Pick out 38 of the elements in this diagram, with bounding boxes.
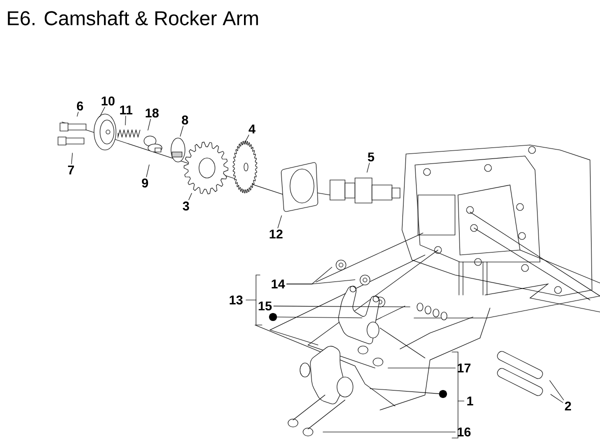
leader-line — [188, 193, 192, 200]
callout-number: 16 — [458, 428, 471, 436]
callout-number: 15 — [258, 302, 272, 310]
leader-line — [125, 116, 126, 126]
leader-line — [370, 388, 440, 394]
leader-line — [76, 112, 79, 117]
leader-line — [277, 316, 362, 318]
callout-number: 14 — [272, 280, 285, 288]
callout-number: 9 — [142, 178, 148, 188]
leader-line — [99, 106, 106, 118]
leader-line — [273, 306, 410, 308]
callout-number: 12 — [270, 230, 283, 238]
callout-number: 18 — [146, 108, 159, 118]
callout-number: 17 — [458, 364, 470, 372]
leader-line — [148, 118, 151, 130]
leader-line — [146, 164, 150, 178]
callout-number: 2 — [564, 402, 572, 410]
leader-line — [550, 394, 564, 403]
dot-marker — [439, 390, 447, 398]
callout-number: 3 — [182, 202, 190, 210]
leader-line — [71, 152, 73, 164]
leader-line — [278, 215, 282, 228]
leader-line — [549, 380, 564, 400]
callout-number: 8 — [182, 116, 188, 124]
callout-number: 1 — [467, 396, 474, 406]
callout-number: 5 — [368, 152, 374, 162]
dot-marker — [269, 313, 277, 321]
callout-number: 11 — [120, 106, 132, 114]
callout-number: 10 — [102, 96, 115, 106]
callout-number: 4 — [248, 124, 256, 134]
callout-number: 6 — [76, 102, 84, 110]
title: E6. Camshaft & Rocker Arm — [8, 10, 258, 26]
leader-line — [180, 126, 184, 137]
callout-number: 13 — [230, 296, 243, 304]
leader-line — [244, 134, 250, 144]
leader-line — [286, 280, 356, 284]
callout-number: 7 — [68, 166, 74, 174]
leader-line — [366, 162, 370, 173]
